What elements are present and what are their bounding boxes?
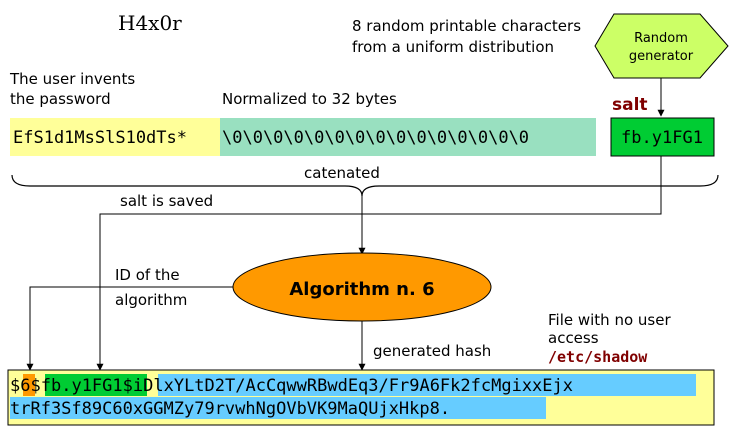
- password-box: [10, 118, 220, 156]
- shadow-entry-line2: trRf3Sf89C60xGGMZy79rvwhNgOVbVK9MaQUjxHk…: [10, 399, 450, 419]
- algorithm-id: 6: [20, 376, 30, 396]
- random-generator-line1: Random: [634, 31, 688, 46]
- hash-highlight-line1: [158, 374, 696, 396]
- random-generator-hexagon: [594, 13, 729, 79]
- delimiter-3: $: [123, 376, 133, 396]
- password-caption-line1: The user invents: [9, 70, 135, 88]
- salt-label: salt: [612, 95, 648, 115]
- algorithm-id-line: [26, 286, 233, 371]
- file-caption-line2: access: [548, 329, 599, 347]
- generated-hash-label: generated hash: [373, 342, 491, 360]
- algorithm-label: Algorithm n. 6: [289, 279, 434, 300]
- salt-saved-label: salt is saved: [120, 192, 213, 210]
- delimiter-2: $: [31, 376, 41, 396]
- algorithm-id-line2: algorithm: [115, 291, 187, 309]
- random-note-line2: from a uniform distribution: [352, 38, 554, 56]
- hash-highlight-line2: [10, 397, 546, 419]
- random-note-line1: 8 random printable characters: [352, 17, 581, 35]
- file-path: /etc/shadow: [548, 348, 648, 366]
- shadow-entry-line1: $6$fb.y1FG1$iDlxYLtD2T/AcCqwwRBwdEq3/Fr9…: [10, 376, 573, 396]
- username: H4x0r: [118, 11, 182, 35]
- algorithm-id-line1: ID of the: [115, 266, 180, 284]
- password-value: EfS1d1MsSlS10dTs*: [13, 128, 187, 148]
- password-caption-line2: the password: [10, 90, 111, 108]
- salt-value: fb.y1FG1: [621, 128, 703, 148]
- salt-box: [610, 117, 715, 157]
- id-highlight: [23, 374, 35, 396]
- delimiter-1: $: [10, 376, 20, 396]
- padding-value: \0\0\0\0\0\0\0\0\0\0\0\0\0\0\0: [222, 128, 529, 148]
- catenated-label: catenated: [304, 164, 380, 182]
- padding-caption: Normalized to 32 bytes: [222, 90, 397, 108]
- file-caption-line1: File with no user: [548, 311, 671, 329]
- random-generator-line2: generator: [629, 49, 694, 64]
- padding-box: [220, 118, 596, 156]
- stored-salt: fb.y1FG1: [41, 376, 123, 396]
- salt-highlight: [45, 374, 147, 396]
- hash-part-1: iDlxYLtD2T/AcCqwwRBwdEq3/Fr9A6Fk2fcMgixx…: [133, 376, 573, 396]
- salt-saved-line: [96, 156, 662, 371]
